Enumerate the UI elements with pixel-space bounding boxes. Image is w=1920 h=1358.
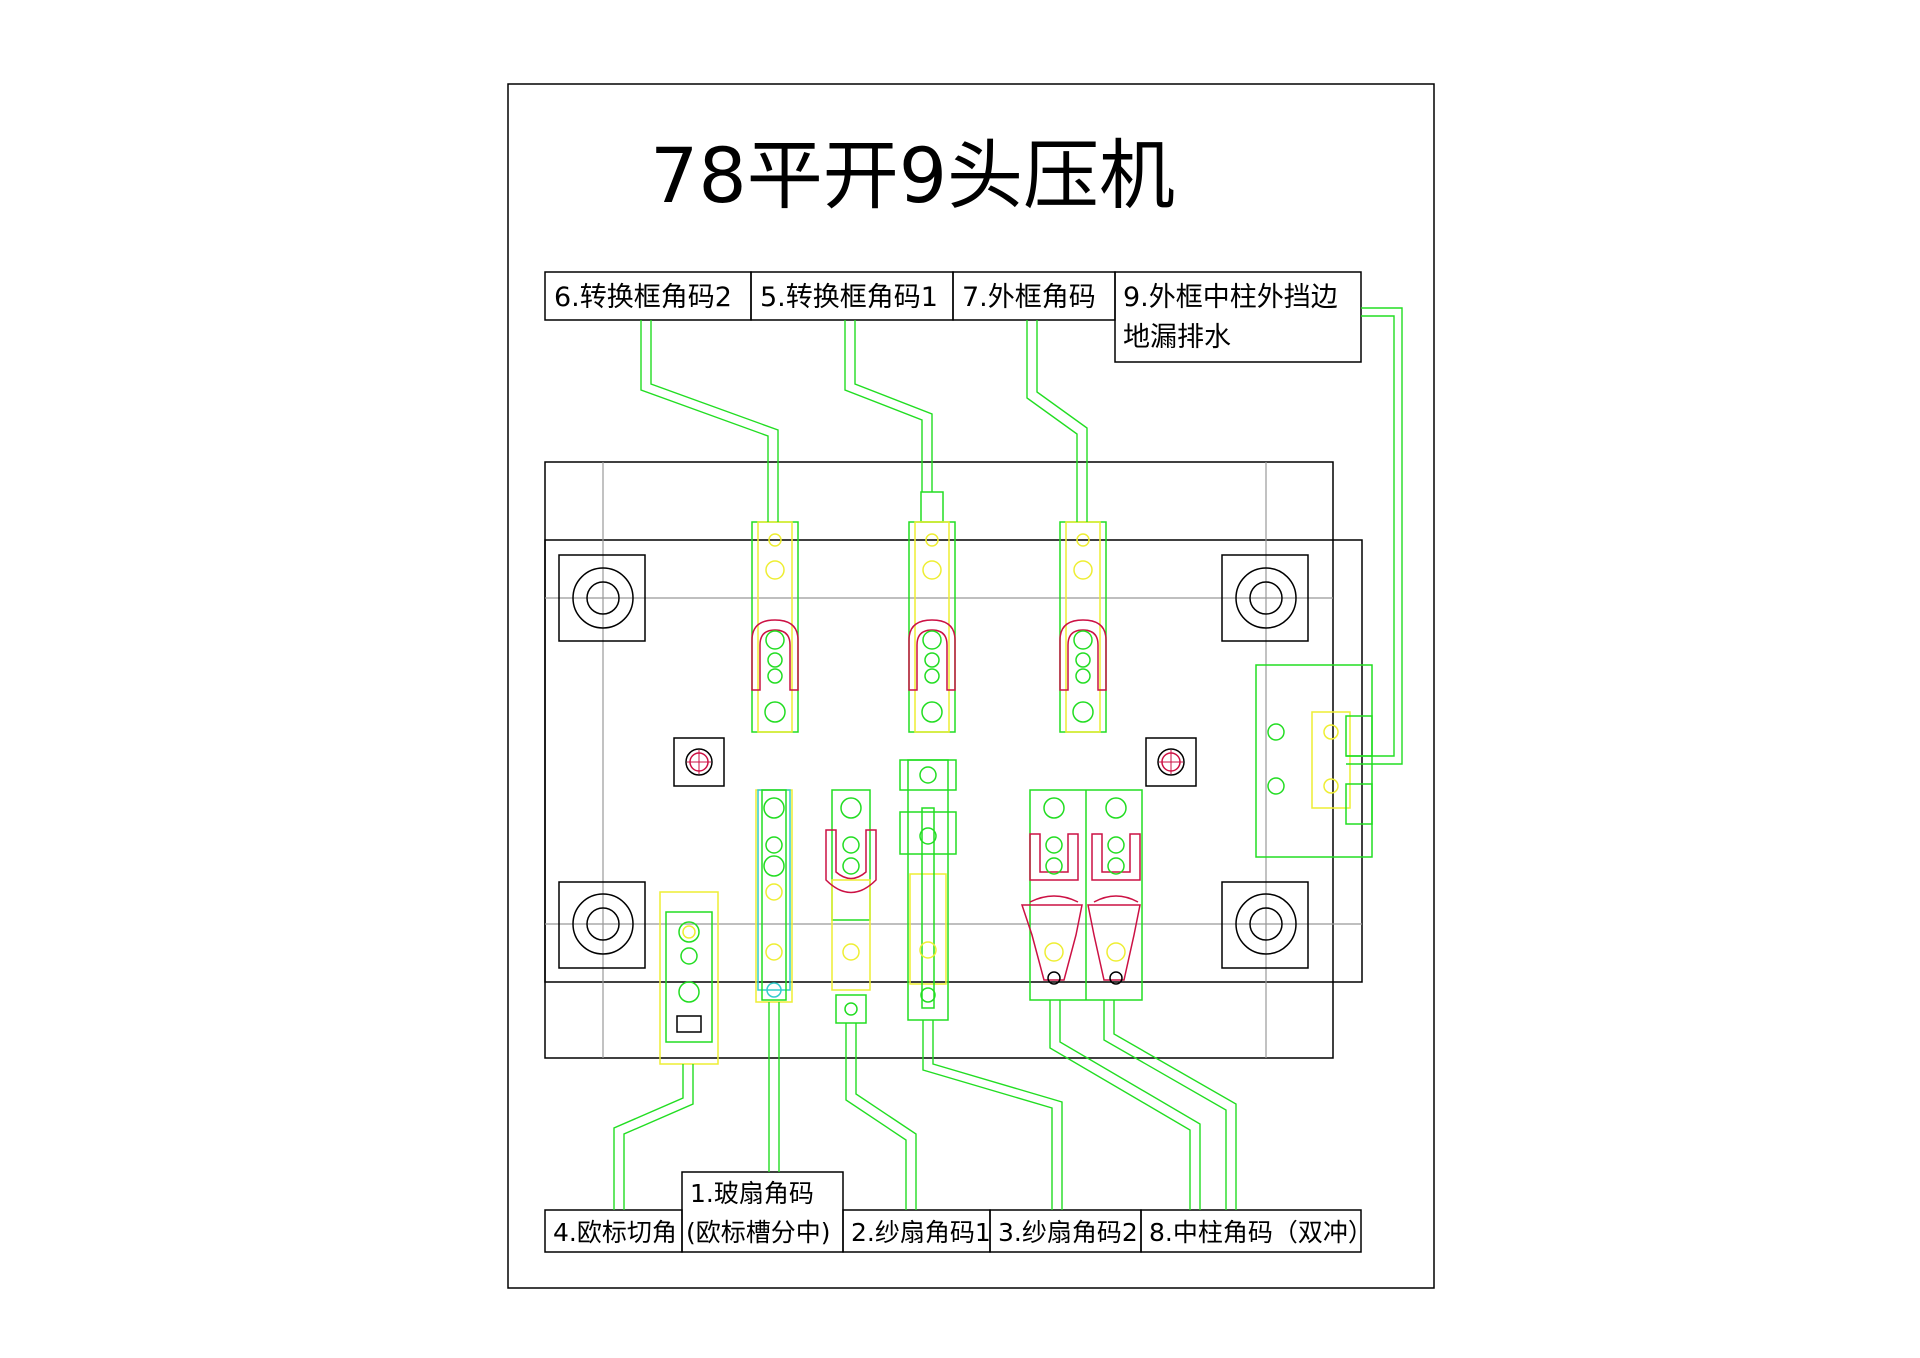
page-title: 78平开9头压机: [650, 131, 1175, 220]
top-label-table: [544, 271, 1362, 363]
label-6: 6.转换框角码2: [554, 282, 732, 313]
die-head-5: [908, 491, 956, 733]
die-head-7: [1059, 521, 1107, 733]
machine-frame: [544, 461, 1363, 1059]
label-9-line1: 9.外框中柱外挡边: [1123, 282, 1338, 313]
label-1-line1: 1.玻扇角码: [690, 1179, 814, 1208]
die-head-1: [755, 789, 793, 1003]
label-2: 2.纱扇角码1: [851, 1218, 991, 1247]
die-head-4: [659, 891, 719, 1065]
label-8: 8.中柱角码（双冲）: [1149, 1218, 1373, 1247]
centerlines: [545, 462, 1362, 1058]
locator-pins: [673, 737, 1197, 787]
label-7: 7.外框角码: [962, 282, 1096, 313]
die-head-2: [825, 789, 877, 1024]
die-head-8: [1020, 789, 1143, 1001]
corner-bearings: [558, 554, 1309, 969]
label-5: 5.转换框角码1: [760, 282, 938, 313]
leader-lines: [613, 307, 1403, 1210]
label-9-line2: 地漏排水: [1123, 322, 1231, 353]
sheet-border: [507, 83, 1435, 1289]
die-head-6: [751, 521, 799, 733]
die-head-9: [1255, 664, 1373, 858]
label-1-line2: (欧标槽分中): [686, 1218, 831, 1247]
die-head-3: [899, 759, 957, 1021]
label-4: 4.欧标切角: [553, 1218, 677, 1247]
label-3: 3.纱扇角码2: [998, 1218, 1138, 1247]
